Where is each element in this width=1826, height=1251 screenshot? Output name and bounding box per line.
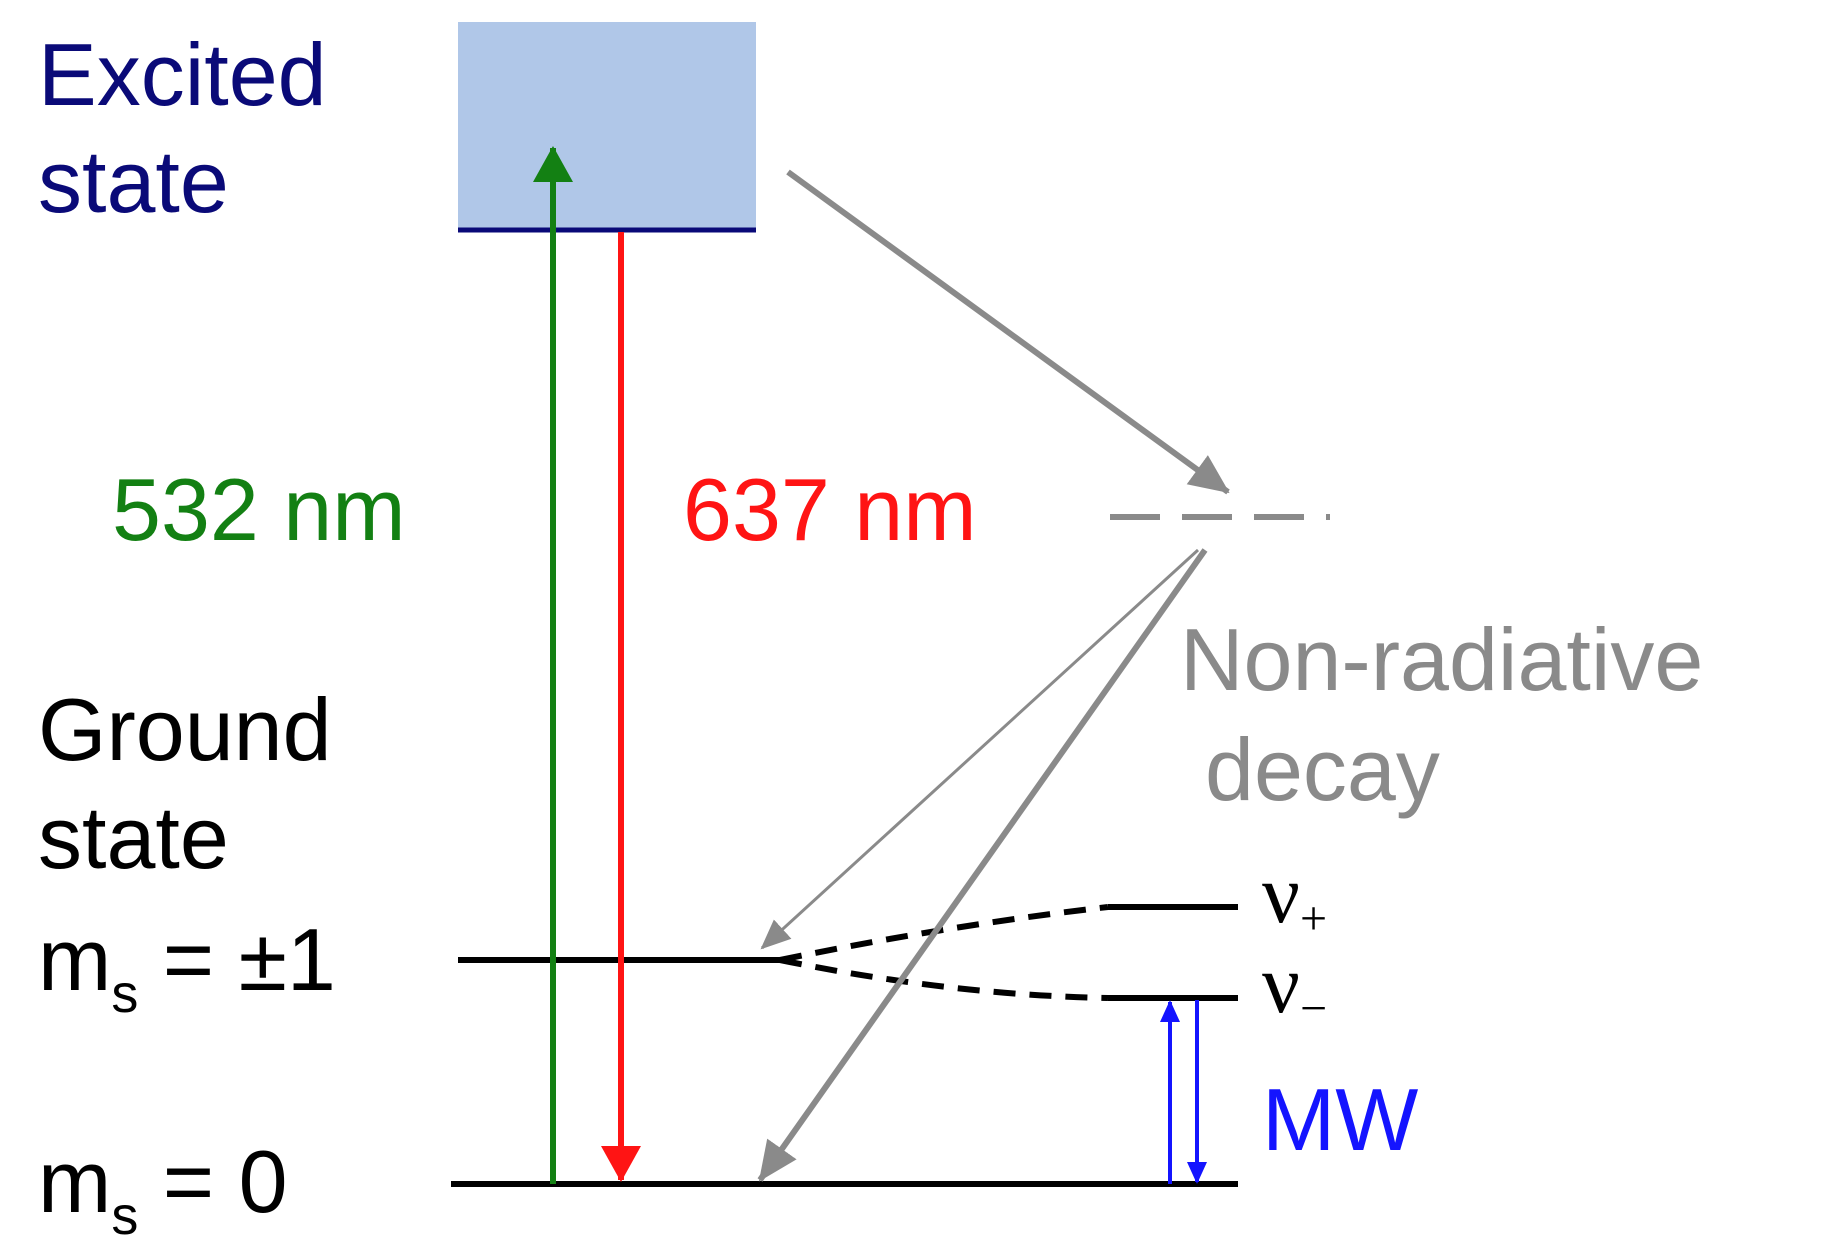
nu-minus-label: ν− <box>1262 938 1327 1035</box>
ms-0-subscript: s <box>111 1186 138 1246</box>
splitting-dashed-lower <box>779 957 1109 1001</box>
ms-0-m: m <box>38 1132 111 1231</box>
nu-plus-label: ν+ <box>1262 848 1327 945</box>
nu-minus-subscript: − <box>1300 982 1327 1035</box>
ms-pm1-m: m <box>38 910 111 1009</box>
excited-state-label-line2: state <box>38 132 229 231</box>
nu-plus-symbol: ν <box>1262 848 1300 941</box>
nonradiative-label-line1: Non-radiative <box>1180 610 1703 709</box>
ms-pm1-label: ms = ±1 <box>38 910 336 1024</box>
excited-state-band <box>458 22 756 230</box>
wavelength-637nm-label: 637 nm <box>683 460 977 559</box>
ms-pm1-subscript: s <box>111 964 138 1024</box>
excited-state-label-line1: Excited <box>38 25 327 124</box>
nu-plus-subscript: + <box>1300 892 1327 945</box>
nu-minus-symbol: ν <box>1262 938 1300 1031</box>
nonradiative-label-line2: decay <box>1205 720 1440 819</box>
microwave-label: MW <box>1262 1070 1418 1169</box>
ms-0-label: ms = 0 <box>38 1132 288 1246</box>
ground-state-label-line1: Ground <box>38 680 332 779</box>
wavelength-532nm-label: 532 nm <box>112 460 406 559</box>
nonradiative-arrow-to-ms-0 <box>757 548 1208 1182</box>
ground-state-label-line2: state <box>38 788 229 887</box>
ms-0-value: = 0 <box>138 1132 287 1231</box>
ms-pm1-value: = ±1 <box>138 910 336 1009</box>
splitting-dashed-upper <box>779 904 1109 963</box>
nonradiative-arrow-to-ms-pm1 <box>760 548 1200 950</box>
nonradiative-arrow-to-metastable <box>786 169 1230 495</box>
